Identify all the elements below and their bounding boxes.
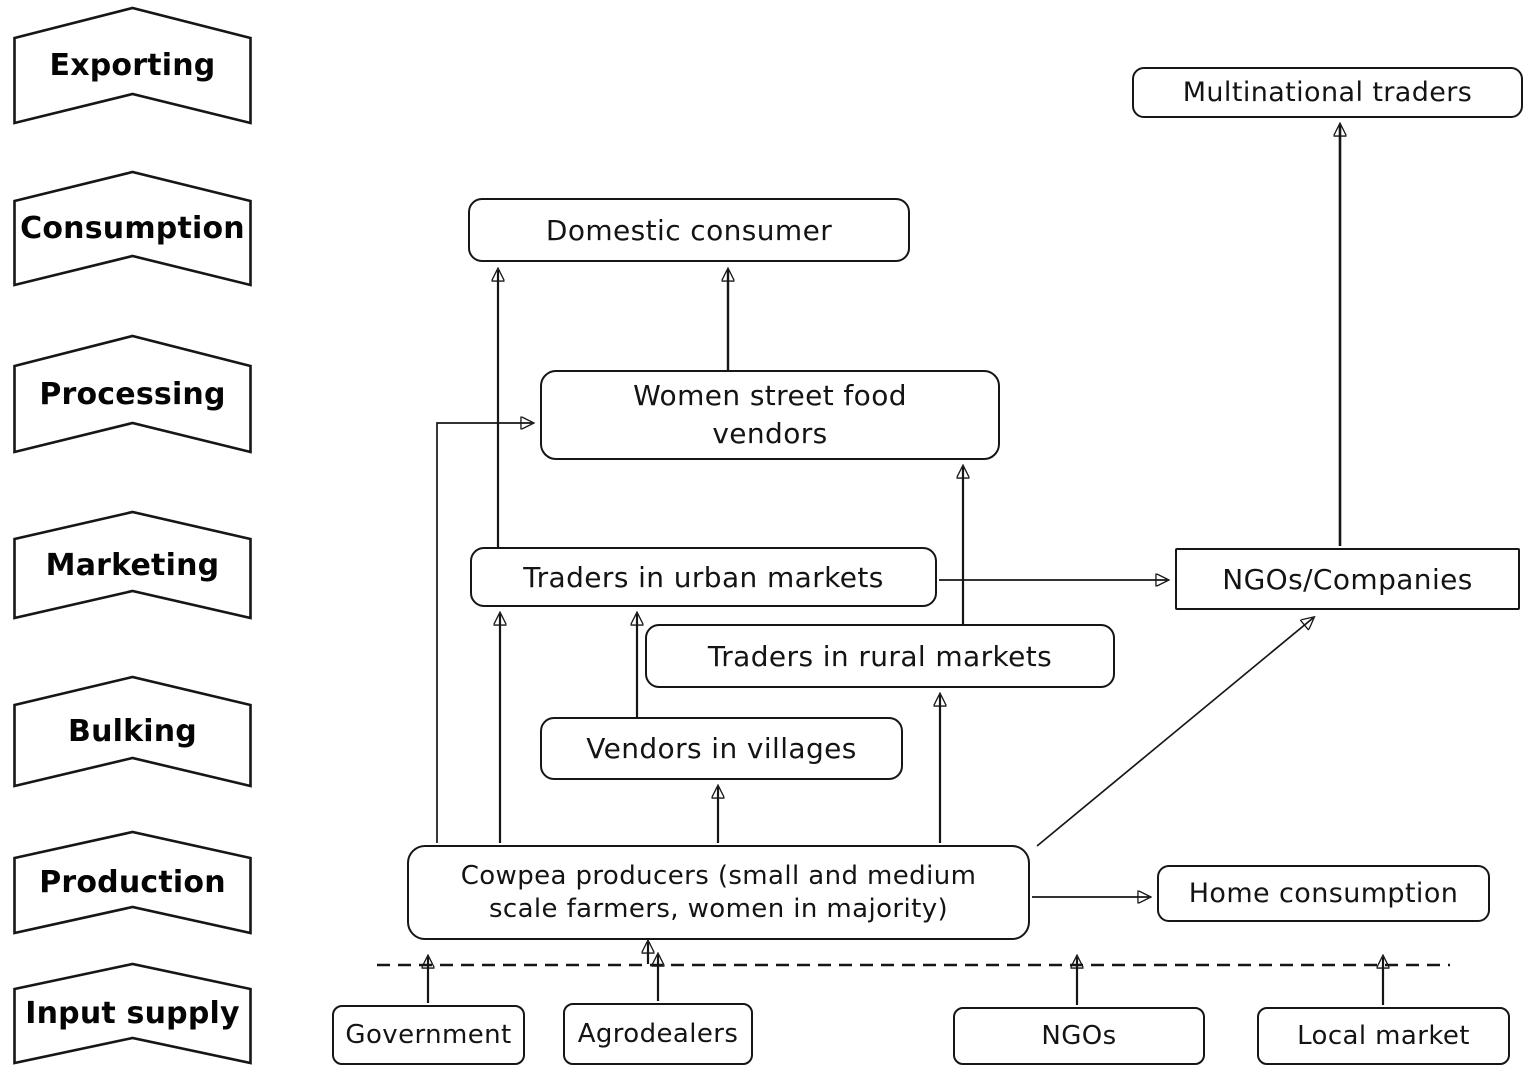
stage-marketing: Marketing [13,510,252,620]
chevron-shape [13,510,252,620]
stage-label: Bulking [68,714,197,749]
node-label: Government [345,1020,512,1050]
node-ngos: NGOs [953,1007,1205,1065]
node-ngos-companies: NGOs/Companies [1175,548,1520,610]
chevron-shape [13,830,252,935]
node-label: Traders in rural markets [707,639,1053,673]
node-agrodealers: Agrodealers [563,1003,753,1065]
stage-consumption: Consumption [13,170,252,287]
node-government: Government [332,1005,525,1065]
stage-label: Marketing [45,547,220,583]
node-label: NGOs [1041,1021,1117,1051]
node-label: NGOs/Companies [1222,562,1473,596]
stage-exporting: Exporting [13,6,252,125]
node-label: Traders in urban markets [523,560,884,594]
node-women-street-food-vendors: Women street food vendors [540,370,1000,460]
stage-input-supply: Input supply [13,962,252,1065]
node-label-line1: Cowpea producers (small and medium [460,860,977,891]
node-local-market: Local market [1257,1007,1510,1065]
node-label-line2: vendors [712,417,828,450]
node-domestic-consumer: Domestic consumer [468,198,910,262]
arrow-producers-to-women-vendors [436,423,532,843]
node-label-line2: scale farmers, women in majority) [488,893,949,924]
node-vendors-in-villages: Vendors in villages [540,717,903,780]
stage-label: Consumption [20,211,245,246]
stage-label: Processing [39,376,226,412]
chevron-shape [13,170,252,287]
node-label: Multinational traders [1182,77,1473,108]
node-cowpea-producers: Cowpea producers (small and medium scale… [407,845,1030,940]
stage-label: Production [39,865,226,900]
node-label: Vendors in villages [586,732,857,765]
node-label: Agrodealers [577,1019,739,1049]
node-home-consumption: Home consumption [1157,865,1490,922]
node-label-line1: Women street food [633,379,907,412]
stage-production: Production [13,830,252,935]
chevron-shape [13,962,252,1065]
stage-bulking: Bulking [13,675,252,788]
stage-label: Input supply [25,996,240,1031]
chevron-shape [13,6,252,125]
node-traders-rural-markets: Traders in rural markets [645,624,1115,688]
node-traders-urban-markets: Traders in urban markets [470,547,937,607]
chevron-shape [13,675,252,788]
node-multinational-traders: Multinational traders [1132,67,1523,118]
stage-label: Exporting [49,48,216,83]
chevron-shape [13,334,252,454]
node-label: Local market [1297,1021,1470,1051]
node-label: Domestic consumer [545,213,833,247]
node-label: Home consumption [1188,878,1459,909]
stage-processing: Processing [13,334,252,454]
